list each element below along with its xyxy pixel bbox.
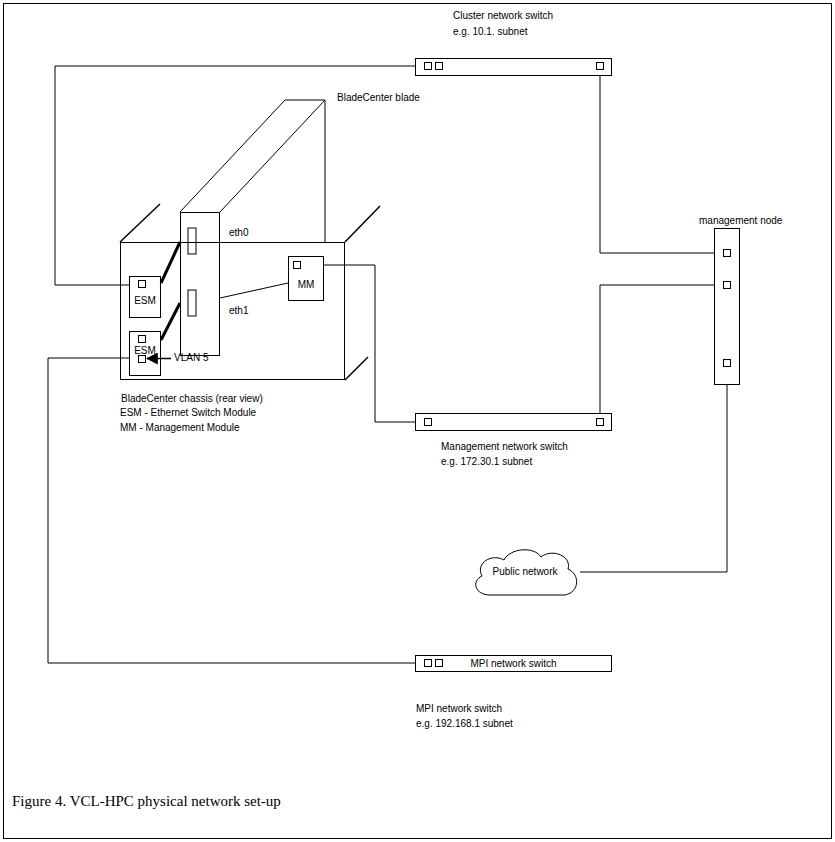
port [597, 63, 604, 70]
node-note: eth0 [229, 227, 248, 239]
node-label: MPI network switch [470, 658, 556, 670]
eth-slot [188, 228, 196, 254]
network-switch: Cluster network switche.g. 10.1. subnet [415, 58, 612, 76]
node-label: MM [298, 279, 315, 291]
node-label: BladeCenter blade [337, 92, 420, 104]
figure-frame [4, 4, 832, 839]
node-note: e.g. 172.30.1 subnet [441, 456, 532, 468]
port [139, 281, 146, 288]
node-label: Cluster network switch [453, 10, 553, 22]
node-note: MPI network switch [416, 703, 502, 715]
node-note: eth1 [229, 305, 248, 317]
node-label: ESM [134, 295, 156, 307]
network-cloud: Public network [470, 545, 580, 601]
port [425, 63, 432, 70]
node-note: e.g. 10.1. subnet [453, 26, 528, 38]
node-label: management node [699, 215, 782, 227]
node-label: BladeCenter chassis (rear view) [121, 393, 263, 405]
network-cable [161, 303, 180, 340]
network-cable [48, 358, 415, 663]
network-cable [600, 76, 714, 253]
port [724, 360, 731, 367]
network-cable [161, 242, 180, 283]
port [139, 336, 146, 343]
node-label: Management network switch [441, 441, 568, 453]
network-switch: Management network switche.g. 172.30.1 s… [415, 413, 612, 431]
ports [139, 63, 731, 667]
port [436, 660, 443, 667]
network-cable [324, 265, 415, 422]
network-cable [220, 283, 288, 298]
port [294, 262, 301, 269]
leader-arrow [147, 358, 171, 360]
cloud-shape [476, 550, 577, 595]
switch-module: ESM [129, 276, 161, 318]
port [139, 356, 146, 363]
node-note: e.g. 192.168.1 subnet [416, 718, 513, 730]
legend-note: ESM - Ethernet Switch Module [120, 407, 256, 419]
chassis-edge [120, 204, 380, 380]
port [597, 419, 604, 426]
port [425, 419, 432, 426]
legend-note: MM - Management Module [120, 422, 240, 434]
management-module: MM [288, 256, 324, 301]
network-cable [600, 285, 714, 413]
node-label: Public network [492, 566, 557, 578]
switch-module: ESM [129, 331, 161, 376]
blade: BladeCenter bladeeth0eth1 [180, 212, 220, 356]
figure-caption: Figure 4. VCL-HPC physical network set-u… [12, 792, 281, 810]
port [425, 660, 432, 667]
management-node: management node [714, 228, 740, 385]
node-label: ESM [134, 345, 156, 357]
network-switch: MPI network switchMPI network switche.g.… [415, 655, 612, 672]
port [724, 250, 731, 257]
eth-slot [188, 290, 196, 316]
blade-outline [180, 100, 325, 242]
port [724, 282, 731, 289]
port [436, 63, 443, 70]
